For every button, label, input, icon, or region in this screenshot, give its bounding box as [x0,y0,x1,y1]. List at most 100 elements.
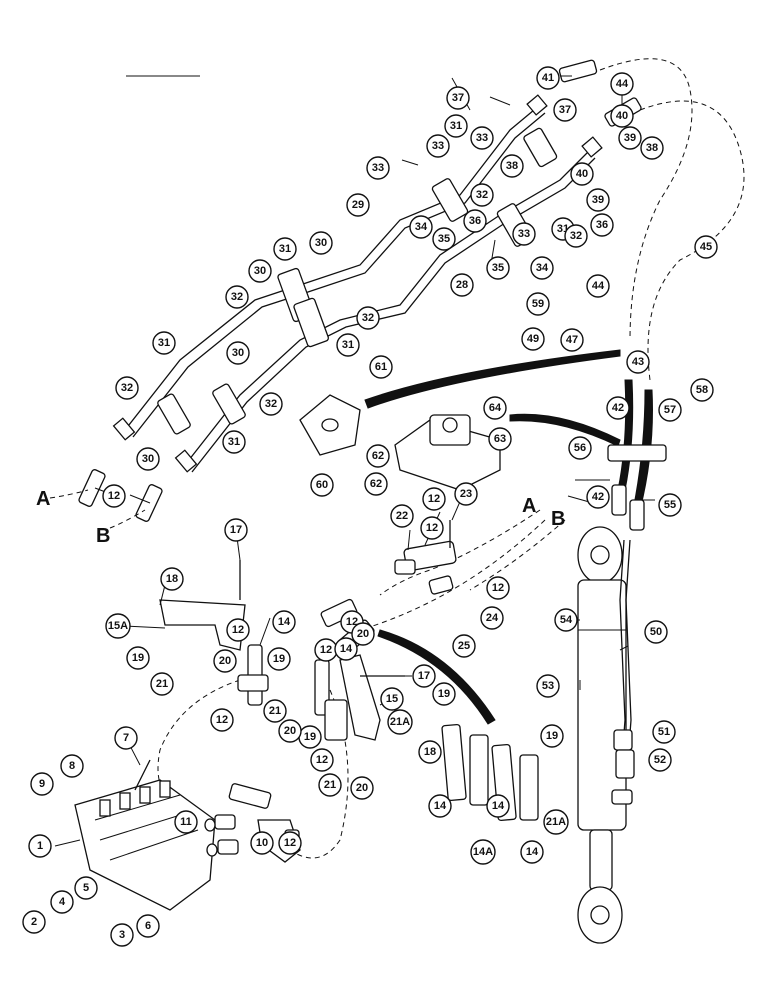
part-number-label: 37 [559,104,571,116]
part-callout: 35 [486,256,510,280]
part-number-label: 32 [476,189,488,201]
part-callout: 20 [350,776,374,800]
part-number-label: 19 [546,730,558,742]
part-callout: 50 [644,620,668,644]
part-number-label: 55 [664,499,676,511]
part-callout: 53 [536,674,560,698]
part-number-label: 54 [560,614,573,626]
part-number-label: 35 [438,233,450,245]
part-number-label: 30 [254,265,266,277]
part-number-label: 30 [232,347,244,359]
part-callout: 31 [152,331,176,355]
part-callout: 6 [136,914,160,938]
part-callout: 17 [412,664,436,688]
part-number-label: 30 [315,237,327,249]
part-callout: 45 [694,235,718,259]
tube-fittings [78,59,642,522]
part-number-label: 31 [228,436,240,448]
part-callout: 12 [102,484,126,508]
part-number-label: 5 [83,882,89,894]
part-callout: 40 [610,104,634,128]
part-number-label: 47 [566,334,578,346]
part-callout: 28 [450,273,474,297]
part-number-label: 18 [424,746,436,758]
part-callout: 12 [314,638,338,662]
hydraulic-cylinder [577,526,635,944]
part-callout: 30 [309,231,333,255]
part-callout: 59 [526,292,550,316]
part-number-label: 36 [469,215,481,227]
part-number-label: 58 [696,384,708,396]
part-callout: 39 [586,188,610,212]
part-number-label: 43 [632,356,644,368]
part-callout: 31 [336,333,360,357]
part-number-label: 21A [390,716,410,728]
part-number-label: 39 [592,194,604,206]
part-number-label: 32 [121,382,133,394]
part-number-label: 36 [596,219,608,231]
part-callout: 32 [259,392,283,416]
part-callout: 24 [480,606,504,630]
part-callout: 12 [310,748,334,772]
part-number-label: 31 [158,337,170,349]
part-number-label: 31 [450,120,462,132]
part-callout: 40 [570,162,594,186]
part-number-label: 31 [342,339,354,351]
part-number-label: 38 [646,142,658,154]
part-number-label: 4 [59,896,66,908]
part-callout: 12 [422,487,446,511]
part-number-label: 11 [180,816,192,828]
tube-clamps [157,127,558,435]
part-callout: 57 [658,398,682,422]
part-callout: 21 [150,672,174,696]
part-number-label: 62 [370,478,382,490]
part-callout: 35 [432,227,456,251]
part-callout: 9 [30,772,54,796]
part-callout: 32 [225,285,249,309]
part-callout: 61 [369,355,393,379]
part-callout: 23 [454,482,478,506]
part-callout: 3 [110,923,134,947]
part-callout: 20 [213,649,237,673]
part-number-label: 12 [216,714,228,726]
part-callout: 15A [105,613,131,639]
part-callout: 42 [606,396,630,420]
part-number-label: 14 [278,616,291,628]
part-callout: 62 [364,472,388,496]
part-callout: 33 [366,156,390,180]
part-callout: 60 [310,473,334,497]
part-callout: 31 [222,430,246,454]
part-callout: 22 [390,504,414,528]
part-callout: 34 [409,215,433,239]
part-callout: 10 [250,831,274,855]
part-callout: 62 [366,444,390,468]
part-callout: 33 [512,222,536,246]
lower-clamp-blocks [441,723,539,822]
part-callout: 8 [60,754,84,778]
part-number-label: 35 [492,262,504,274]
part-callout: 38 [640,136,664,160]
part-number-label: 53 [542,680,554,692]
section-letter: B [551,508,565,530]
part-number-label: 32 [265,398,277,410]
part-callout: 12 [486,576,510,600]
section-letter: A [522,495,536,517]
part-number-label: 33 [518,228,530,240]
part-callout: 14 [520,840,544,864]
part-callout: 19 [126,646,150,670]
part-callout: 19 [432,682,456,706]
part-number-label: 7 [123,732,129,744]
part-callout: 39 [618,126,642,150]
part-number-label: 40 [576,168,588,180]
part-callout: 34 [530,256,554,280]
part-number-label: 24 [486,612,499,624]
part-number-label: 51 [658,726,670,738]
part-number-label: 12 [320,644,332,656]
part-callout: 7 [114,726,138,750]
part-callout: 54 [554,608,578,632]
part-number-label: 20 [357,628,369,640]
part-callout: 1 [28,834,52,858]
part-callout: 38 [500,154,524,178]
part-callout: 19 [298,725,322,749]
cylinder-mount-bracket [299,349,621,491]
